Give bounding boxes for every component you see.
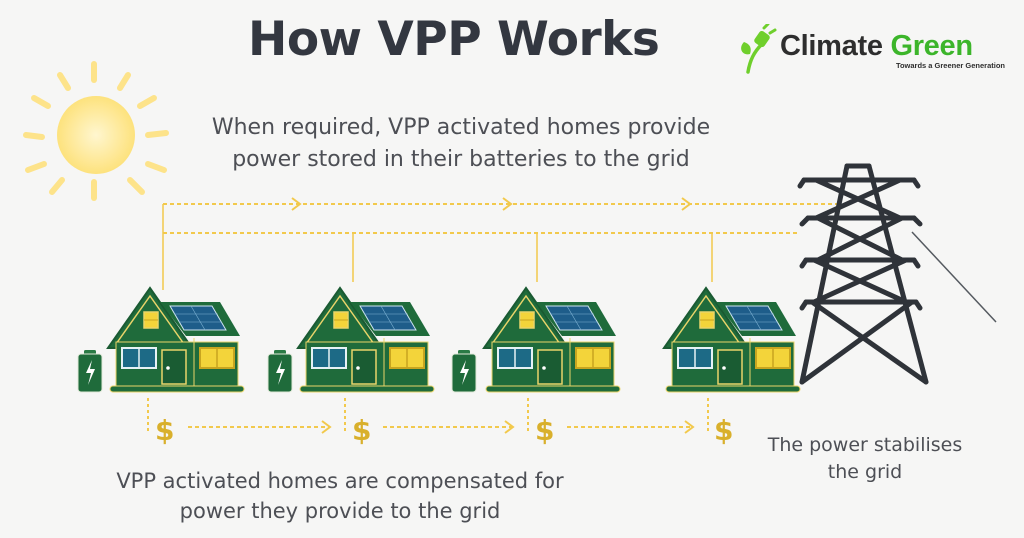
bottom-caption-line-1: VPP activated homes are compensated for	[116, 469, 564, 493]
dollar-icon-3: $	[535, 414, 554, 447]
dollar-icon-1: $	[155, 414, 174, 447]
power-line	[911, 231, 997, 323]
dollar-icon-4: $	[714, 414, 733, 447]
top-caption: When required, VPP activated homes provi…	[176, 112, 746, 176]
plug-leaf-icon	[741, 24, 777, 74]
home-4	[663, 287, 801, 393]
logo-wordmark: Climate Green	[780, 30, 973, 63]
grid-caption: The power stabilises the grid	[742, 432, 988, 486]
grid-caption-line-2: the grid	[827, 461, 903, 483]
home-1	[107, 287, 245, 393]
bottom-caption-line-2: power they provide to the grid	[179, 499, 501, 523]
dollar-icons: $ $ $ $	[155, 414, 733, 447]
logo-word-green: Green	[890, 30, 973, 62]
dollar-icon-2: $	[352, 414, 371, 447]
battery-icon-3	[451, 349, 477, 393]
power-flow-lines	[162, 197, 838, 290]
sun-icon	[23, 61, 169, 201]
top-caption-line-2: power stored in their batteries to the g…	[232, 147, 690, 172]
grid-caption-line-1: The power stabilises	[767, 434, 963, 456]
top-caption-line-1: When required, VPP activated homes provi…	[211, 115, 711, 140]
battery-icon-2	[267, 349, 293, 393]
bottom-caption: VPP activated homes are compensated for …	[82, 466, 598, 526]
home-2	[297, 287, 435, 393]
payment-flow-lines	[147, 398, 709, 434]
logo-tagline: Towards a Greener Generation	[895, 61, 1005, 70]
logo-word-climate: Climate	[780, 30, 883, 62]
home-3	[483, 287, 621, 393]
page-title: How VPP Works	[248, 12, 660, 67]
transmission-tower-icon	[797, 163, 929, 385]
climate-green-logo: Climate Green Towards a Greener Generati…	[738, 24, 1013, 76]
battery-icon-1	[77, 349, 103, 393]
